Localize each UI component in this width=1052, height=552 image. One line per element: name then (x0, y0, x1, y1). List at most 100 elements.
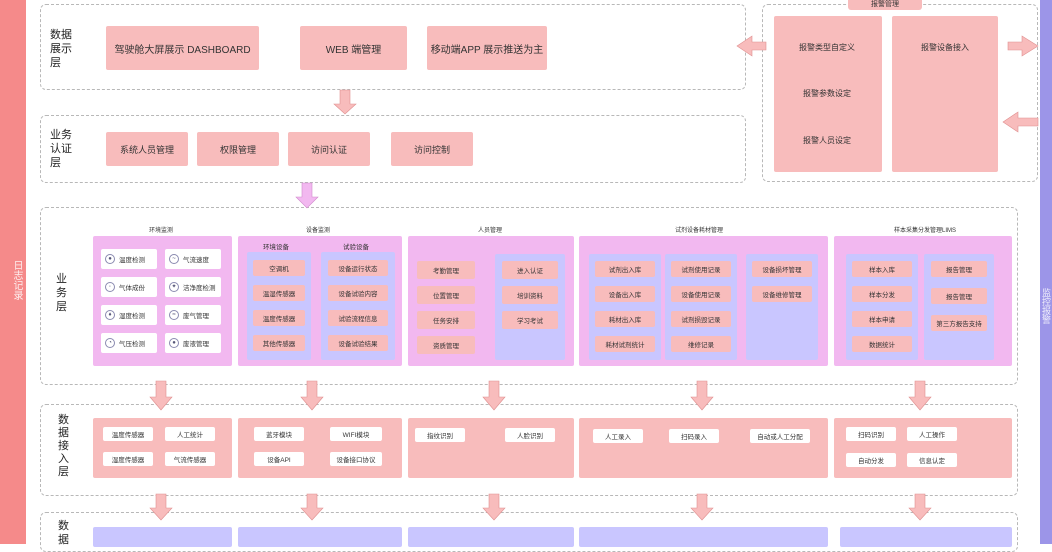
training-item: 培训资料 (502, 286, 558, 304)
storage-block-4 (579, 527, 828, 547)
scan-recognize-access: 扫码识别 (846, 427, 896, 441)
env-monitor-title: 环境监测 (141, 226, 181, 236)
arrow-left-alarm (736, 35, 767, 57)
humid-sensor-access: 湿度传感器 (103, 452, 153, 466)
presentation-layer-label: 数据展示层 (50, 29, 72, 69)
web-management-box: WEB 端管理 (300, 26, 407, 70)
device-repair-item: 设备维修管理 (752, 286, 812, 302)
arrow-down-12 (908, 493, 932, 521)
pressure-label: 气压检测 (119, 341, 145, 348)
arrow-down-9 (300, 493, 324, 521)
arrow-down-7 (908, 380, 932, 411)
env-device-subtitle: 环境设备 (263, 244, 289, 251)
exhaust-label: 废气管理 (183, 313, 209, 320)
airflow-item: ~ 气流速度 (165, 249, 221, 269)
reagent-usage-item: 试剂使用记录 (671, 261, 731, 277)
report-mgmt-item-1: 报告管理 (931, 261, 987, 277)
auth-layer-label: 业务认证层 (50, 129, 72, 169)
third-party-report-item: 第三方报告支持 (931, 315, 987, 331)
wind-icon: ~ (169, 254, 179, 264)
device-monitor-title: 设备监测 (298, 226, 338, 236)
reagent-damage-item: 试剂损毁记录 (671, 311, 731, 327)
arrow-left-into-alarm (1002, 111, 1039, 133)
arrow-down-3 (149, 380, 173, 411)
auto-assign-access: 自动或人工分配 (750, 429, 810, 443)
liquid-icon: ● (169, 338, 179, 348)
dashboard-box: 驾驶舱大屏展示 DASHBOARD (106, 26, 259, 70)
humidity-label: 湿度检测 (119, 313, 145, 320)
gas-composition-item: ◦ 气体成份 (101, 277, 157, 297)
gas-composition-label: 气体成份 (119, 285, 145, 292)
entry-auth-item: 进入认证 (502, 261, 558, 279)
report-mgmt-item-2: 报告管理 (931, 288, 987, 304)
arrow-down-5 (482, 380, 506, 411)
arrow-down-6 (690, 380, 714, 411)
consumable-stats-item: 耗材试剂统计 (595, 336, 655, 352)
material-management-title: 试剂设备耗材管理 (664, 226, 734, 236)
airflow-label: 气流速度 (183, 257, 209, 264)
sample-dispatch-item: 样本分发 (852, 286, 912, 302)
attendance-item: 考勤管理 (417, 261, 475, 279)
storage-block-1 (93, 527, 232, 547)
people-management-title: 人员管理 (470, 226, 510, 236)
consumable-stock-item: 耗材出入库 (595, 311, 655, 327)
droplet-icon: ♦ (105, 310, 115, 320)
qualification-item: 资质管理 (417, 336, 475, 354)
scan-entry-access: 扫码录入 (669, 429, 719, 443)
access-control-box: 访问控制 (391, 132, 473, 166)
airflow-sensor-access: 气流传感器 (165, 452, 215, 466)
left-sidebar-label: 日志记录 (11, 260, 22, 300)
storage-block-5 (840, 527, 1012, 547)
fingerprint-access: 指纹识别 (415, 428, 465, 442)
device-damage-item: 设备损坏管理 (752, 261, 812, 277)
gas-icon: ◦ (105, 282, 115, 292)
temp-sensor-access: 温度传感器 (103, 427, 153, 441)
business-layer-label: 业务层 (56, 273, 67, 313)
alarm-device-access: 报警设备接入 (910, 34, 980, 60)
info-confirm-access: 信息认定 (907, 453, 957, 467)
manual-operation-access: 人工操作 (907, 427, 957, 441)
right-sidebar-label: 监控报警 (1041, 288, 1051, 324)
device-usage-item: 设备使用记录 (671, 286, 731, 302)
sample-apply-item: 样本申请 (852, 311, 912, 327)
location-item: 位置管理 (417, 286, 475, 304)
arrow-down-4 (300, 380, 324, 411)
access-group-4 (579, 418, 828, 478)
test-flow-info-item: 试验流程信息 (328, 310, 388, 326)
repair-record-item: 维修记录 (671, 336, 731, 352)
arrow-down-1 (333, 89, 357, 115)
aircon-item: 空调机 (253, 260, 305, 276)
device-api-access: 设备API (254, 452, 304, 466)
cleanliness-label: 洁净度检测 (183, 285, 216, 292)
temp-detect-label: 温度检测 (119, 257, 145, 264)
pressure-item: ◔ 气压检测 (101, 333, 157, 353)
mobile-app-box: 移动端APP 展示推送为主 (427, 26, 547, 70)
gauge-icon: ◔ (105, 338, 115, 348)
arrow-right-alarm (1007, 35, 1039, 57)
test-device-subtitle: 试验设备 (343, 244, 369, 251)
device-stock-item: 设备出入库 (595, 286, 655, 302)
exhaust-item: ≈ 废气管理 (165, 305, 221, 325)
exhaust-icon: ≈ (169, 310, 179, 320)
manual-stats-access: 人工统计 (165, 427, 215, 441)
alarm-staff-set: 报警人员设定 (792, 127, 862, 153)
sample-in-item: 样本入库 (852, 261, 912, 277)
other-sensor-item: 其他传感器 (253, 335, 305, 351)
arrow-down-11 (690, 493, 714, 521)
data-stats-item: 数据统计 (852, 336, 912, 352)
storage-layer-label: 数据 (58, 520, 69, 546)
auto-dispatch-access: 自动分发 (846, 453, 896, 467)
device-test-content-item: 设备试验内容 (328, 285, 388, 301)
permission-management-box: 权限管理 (197, 132, 279, 166)
thermometer-icon: ● (105, 254, 115, 264)
lims-title: 样本采集分发管理LIMS (885, 226, 965, 236)
staff-management-box: 系统人员管理 (106, 132, 188, 166)
access-auth-box: 访问认证 (288, 132, 370, 166)
alarm-parameter-set: 报警参数设定 (792, 80, 862, 106)
arrow-down-10 (482, 493, 506, 521)
bluetooth-access: 蓝牙模块 (254, 427, 304, 441)
study-exam-item: 学习考试 (502, 311, 558, 329)
task-item: 任务安排 (417, 311, 475, 329)
reagent-stock-item: 试剂出入库 (595, 261, 655, 277)
